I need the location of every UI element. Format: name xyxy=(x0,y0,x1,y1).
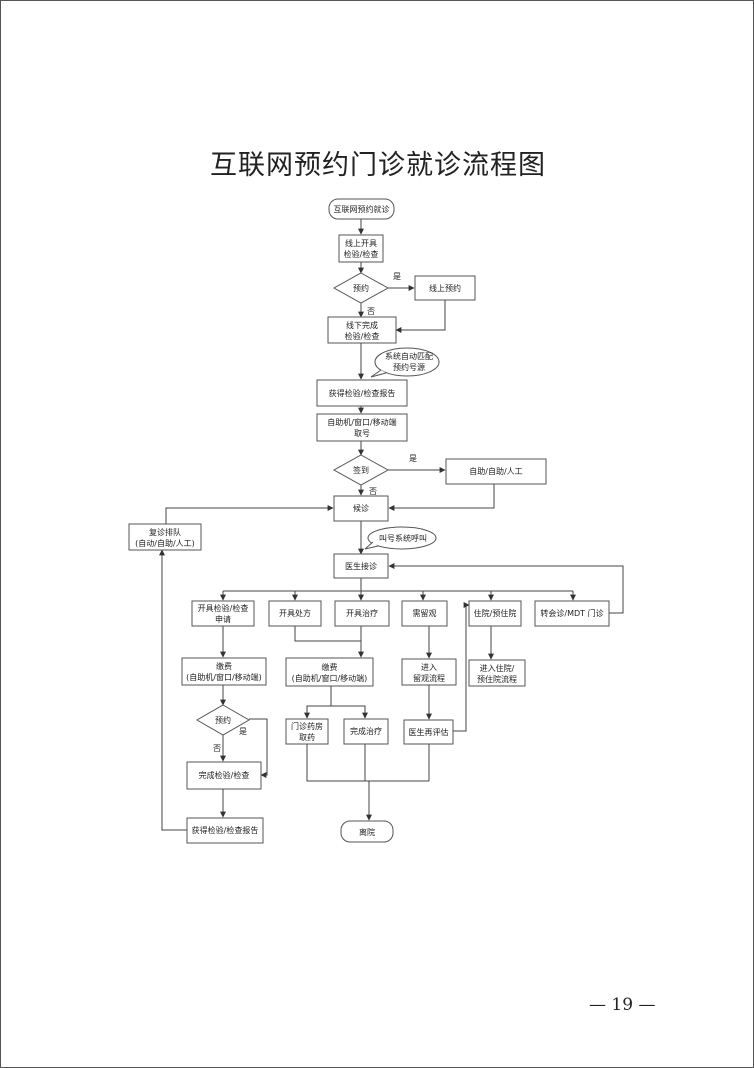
svg-text:(自助机/窗口/移动端): (自助机/窗口/移动端) xyxy=(186,672,262,682)
svg-text:申请: 申请 xyxy=(215,614,231,624)
svg-text:预约: 预约 xyxy=(215,715,231,725)
prescription-box: 开具处方 xyxy=(268,600,322,627)
enter-observation-box: 进入 留观流程 xyxy=(401,658,457,686)
svg-text:取号: 取号 xyxy=(354,429,370,438)
svg-text:(自动/自助/人工): (自动/自助/人工) xyxy=(135,538,195,548)
get-report-box: 获得检验/检查报告 xyxy=(316,379,408,407)
svg-text:(自助机/窗口/移动端): (自助机/窗口/移动端) xyxy=(292,673,368,683)
online-appointment-box: 线上预约 xyxy=(414,275,476,301)
start-node: 互联网预约就诊 xyxy=(328,198,395,220)
leave-node: 离院 xyxy=(340,820,394,843)
svg-text:检验/检查: 检验/检查 xyxy=(345,331,380,341)
online-order-box: 线上开具 检验/检查 xyxy=(338,234,384,263)
svg-text:医生接诊: 医生接诊 xyxy=(345,561,377,571)
yes-label: 是 xyxy=(239,727,247,736)
svg-text:开具检验/检查: 开具检验/检查 xyxy=(198,603,249,613)
final-report-box: 获得检验/检查报告 xyxy=(186,817,264,844)
observation-box: 需留观 xyxy=(401,600,448,627)
svg-text:复诊排队: 复诊排队 xyxy=(149,527,181,537)
svg-text:开具处方: 开具处方 xyxy=(279,608,311,618)
svg-text:系统自动匹配: 系统自动匹配 xyxy=(385,351,433,361)
svg-text:检验/检查: 检验/检查 xyxy=(344,249,379,259)
exam-done-box: 完成检验/检查 xyxy=(186,761,262,790)
svg-text:签到: 签到 xyxy=(353,465,369,475)
yes-label: 是 xyxy=(393,272,401,281)
yes-label: 是 xyxy=(409,454,417,463)
page-number: — 19 — xyxy=(589,995,656,1015)
exam-payment-box: 缴费 (自助机/窗口/移动端) xyxy=(181,657,267,686)
svg-text:缴费: 缴费 xyxy=(322,662,338,672)
treatment-order-box: 开具治疗 xyxy=(334,600,390,627)
mdt-consult-box: 转会诊/MDT 门诊 xyxy=(534,600,610,627)
svg-text:自助/自助/人工: 自助/自助/人工 xyxy=(469,466,522,476)
svg-text:线上开具: 线上开具 xyxy=(345,238,377,248)
auto-match-callout: 系统自动匹配 预约号源 xyxy=(370,347,440,378)
svg-text:叫号系统呼叫: 叫号系统呼叫 xyxy=(379,533,427,543)
svg-text:转会诊/MDT 门诊: 转会诊/MDT 门诊 xyxy=(540,608,603,618)
enter-admission-box: 进入住院/ 预住院流程 xyxy=(468,659,526,687)
svg-text:离院: 离院 xyxy=(359,827,375,837)
checkin-modes-box: 自助/自助/人工 xyxy=(445,458,547,485)
no-label: 否 xyxy=(369,487,377,496)
no-label: 否 xyxy=(367,307,375,316)
treatment-done-box: 完成治疗 xyxy=(343,718,389,745)
pharmacy-box: 门诊药房 取药 xyxy=(285,718,329,745)
svg-text:预约号源: 预约号源 xyxy=(393,362,425,372)
doctor-assessment-box: 医生再评估 xyxy=(403,719,454,745)
page-title: 互联网预约门诊就诊流程图 xyxy=(210,150,546,181)
svg-text:医生再评估: 医生再评估 xyxy=(409,727,449,737)
svg-text:需留观: 需留观 xyxy=(413,608,437,618)
flow-connectors xyxy=(159,219,624,831)
checkin-channels-box: 自助机/窗口/移动端 取号 xyxy=(316,413,408,442)
exam-appointment-decision: 预约 xyxy=(195,704,251,736)
svg-text:自助机/窗口/移动端: 自助机/窗口/移动端 xyxy=(327,417,396,427)
svg-text:住院/预住院: 住院/预住院 xyxy=(474,608,517,618)
svg-text:门诊药房: 门诊药房 xyxy=(291,721,323,731)
appointment-decision: 预约 xyxy=(332,272,390,304)
svg-text:开具治疗: 开具治疗 xyxy=(346,608,378,618)
svg-text:获得检验/检查报告: 获得检验/检查报告 xyxy=(329,388,396,398)
no-label: 否 xyxy=(213,744,221,753)
svg-text:候诊: 候诊 xyxy=(353,503,369,513)
svg-text:线上预约: 线上预约 xyxy=(429,283,461,293)
svg-text:完成检验/检查: 完成检验/检查 xyxy=(199,770,250,780)
checkin-decision: 签到 xyxy=(332,454,390,486)
svg-text:留观流程: 留观流程 xyxy=(413,673,445,683)
exam-request-box: 开具检验/检查 申请 xyxy=(191,600,255,627)
admission-box: 住院/预住院 xyxy=(468,600,522,627)
calling-system-callout: 叫号系统呼叫 xyxy=(364,526,437,550)
offline-complete-box: 线下完成 检验/检查 xyxy=(327,316,397,344)
svg-text:获得检验/检查报告: 获得检验/检查报告 xyxy=(192,825,259,835)
svg-text:完成治疗: 完成治疗 xyxy=(350,726,382,736)
svg-text:进入: 进入 xyxy=(421,663,437,672)
treatment-payment-box: 缴费 (自助机/窗口/移动端) xyxy=(285,657,374,687)
svg-text:预住院流程: 预住院流程 xyxy=(477,674,517,684)
svg-text:取药: 取药 xyxy=(299,732,315,742)
svg-text:预约: 预约 xyxy=(353,283,369,293)
revisit-queue-box: 复诊排队 (自动/自助/人工) xyxy=(128,523,202,551)
svg-text:互联网预约就诊: 互联网预约就诊 xyxy=(334,204,390,214)
doctor-visit-box: 医生接诊 xyxy=(333,553,389,579)
svg-text:进入住院/: 进入住院/ xyxy=(480,663,515,673)
waiting-box: 候诊 xyxy=(333,495,389,522)
svg-text:线下完成: 线下完成 xyxy=(346,320,378,330)
svg-text:缴费: 缴费 xyxy=(216,661,232,671)
